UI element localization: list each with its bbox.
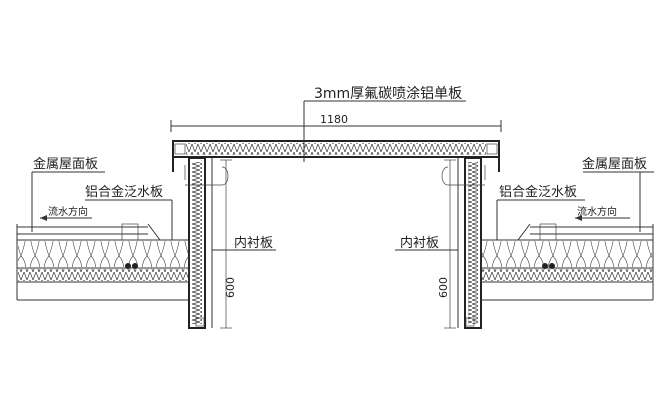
left-bracket xyxy=(184,165,229,186)
lining-label-right: 内衬板 xyxy=(400,235,439,251)
flow-direction-label-left: 流水方向 xyxy=(48,205,88,218)
left-base-angle xyxy=(195,317,205,327)
right-wall-insulation xyxy=(468,162,478,324)
top-panel-label: 3mm厚氟碳喷涂铝单板 xyxy=(314,86,462,102)
right-upstand xyxy=(441,157,486,329)
left-insulation-zig xyxy=(18,269,188,281)
right-bracket xyxy=(441,165,486,186)
height-dimension-label-left: 600 xyxy=(224,277,237,298)
right-base-angle xyxy=(465,317,475,327)
right-gutter xyxy=(539,223,557,241)
right-insulation-fill xyxy=(482,241,652,267)
right-flashing-profile xyxy=(481,223,531,241)
right-roof xyxy=(395,171,654,301)
top-panel-insulation xyxy=(186,143,486,155)
right-insulation-zig xyxy=(482,269,652,281)
left-fastener xyxy=(125,263,131,269)
flashing-label-right: 铝合金泛水板 xyxy=(499,184,577,200)
left-roof xyxy=(16,171,276,301)
right-insulation-bottom xyxy=(480,267,654,283)
left-insulation-bottom xyxy=(16,267,190,283)
flow-arrow-icon xyxy=(575,215,582,221)
flashing-label-left: 铝合金泛水板 xyxy=(85,184,163,200)
top-panel xyxy=(170,100,502,172)
flow-direction-label-right: 流水方向 xyxy=(577,205,617,218)
top-panel-outline xyxy=(172,140,500,158)
flow-arrow-icon xyxy=(40,215,47,221)
width-dimension-label: 1180 xyxy=(320,113,348,126)
left-wall-insulation xyxy=(192,162,202,324)
top-left-cap xyxy=(174,143,186,155)
left-gutter xyxy=(121,223,139,241)
right-fastener xyxy=(549,263,555,269)
left-flashing-profile xyxy=(147,223,189,241)
lining-label-left: 内衬板 xyxy=(234,235,273,251)
left-fastener xyxy=(132,263,138,269)
left-upstand xyxy=(184,157,232,329)
top-right-cap xyxy=(486,143,498,155)
height-dimension-label-right: 600 xyxy=(437,277,450,298)
left-insulation-fill xyxy=(18,241,188,267)
right-fastener xyxy=(542,263,548,269)
roof-panel-label-right: 金属屋面板 xyxy=(582,156,647,172)
roof-panel-label-left: 金属屋面板 xyxy=(33,156,98,172)
